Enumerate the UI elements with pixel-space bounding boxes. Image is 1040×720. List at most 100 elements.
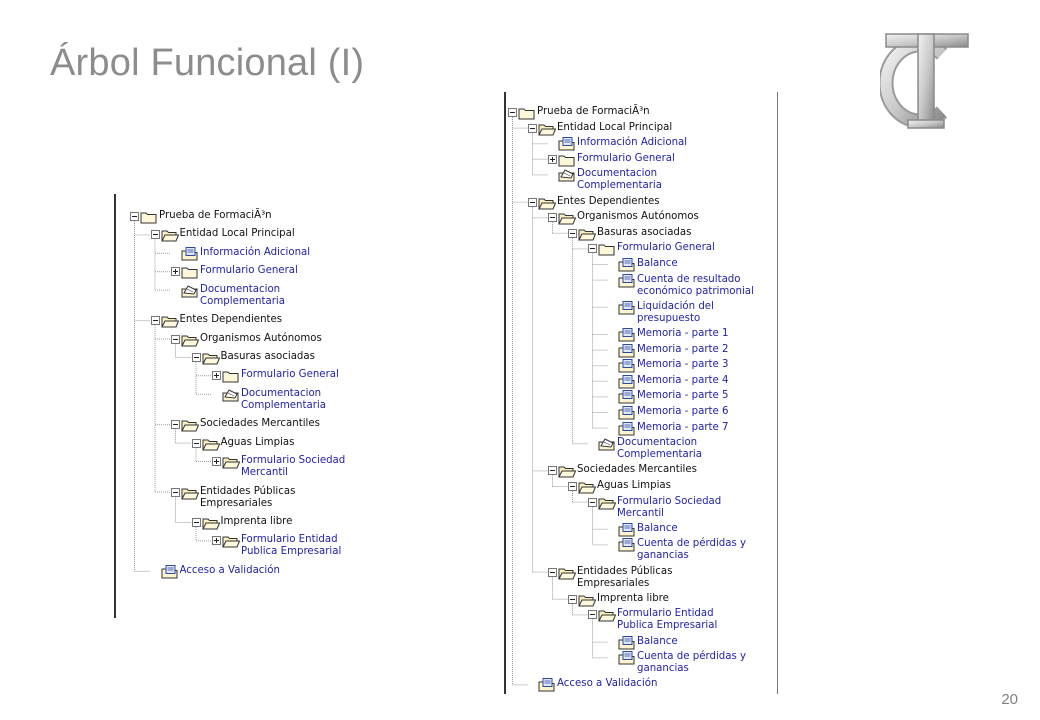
tree-node[interactable]: Documentacion Complementaria bbox=[588, 437, 702, 461]
tree-node-link[interactable]: Documentacion Complementaria bbox=[577, 168, 662, 192]
tree-node-link[interactable]: Formulario General bbox=[577, 152, 675, 164]
tree-node[interactable]: Cuenta de resultado económico patrimonia… bbox=[608, 273, 754, 298]
tree-node-link[interactable]: Memoria - parte 1 bbox=[637, 328, 729, 339]
tree-node[interactable]: Formulario General bbox=[588, 242, 715, 256]
tree-node-link[interactable]: Acceso a Validación bbox=[179, 564, 280, 576]
tree-node-link[interactable]: Liquidación del presupuesto bbox=[637, 300, 714, 324]
collapse-icon[interactable] bbox=[568, 228, 577, 238]
collapse-icon[interactable] bbox=[588, 244, 597, 254]
tree-node-link[interactable]: Memoria - parte 7 bbox=[637, 421, 729, 433]
expand-icon[interactable] bbox=[212, 371, 221, 381]
tree-node[interactable]: Memoria - parte 1 bbox=[608, 328, 729, 342]
collapse-icon[interactable] bbox=[548, 466, 557, 476]
tree-node[interactable]: Basuras asociadas bbox=[568, 227, 691, 241]
tree-node-link[interactable]: Formulario Entidad Publica Empresarial bbox=[617, 608, 718, 632]
collapse-icon[interactable] bbox=[548, 213, 557, 223]
tree-node[interactable]: Entidad Local Principal bbox=[150, 228, 295, 242]
tree-node[interactable]: Imprenta libre bbox=[568, 593, 669, 607]
tree-node[interactable]: Aguas Limpias bbox=[568, 480, 671, 494]
collapse-icon[interactable] bbox=[171, 420, 180, 430]
collapse-icon[interactable] bbox=[588, 610, 597, 620]
tree-node-link[interactable]: Memoria - parte 5 bbox=[637, 390, 729, 402]
tree-node-link[interactable]: Formulario Sociedad Mercantil bbox=[241, 455, 346, 478]
tree-node-link[interactable]: Balance bbox=[637, 635, 678, 647]
tree-node[interactable]: Aguas Limpias bbox=[191, 437, 294, 451]
tree-node-link[interactable]: Información Adicional bbox=[200, 246, 311, 258]
collapse-icon[interactable] bbox=[171, 487, 180, 497]
tree-node[interactable]: Formulario General bbox=[171, 265, 298, 279]
tree-node[interactable]: Memoria - parte 3 bbox=[608, 359, 729, 373]
tree-node-link[interactable]: Documentacion Complementaria bbox=[241, 387, 326, 411]
collapse-icon[interactable] bbox=[528, 123, 537, 133]
collapse-icon[interactable] bbox=[548, 567, 557, 577]
tree-node[interactable]: Formulario Entidad Publica Empresarial bbox=[212, 534, 341, 558]
tree-node[interactable]: Información Adicional bbox=[548, 137, 687, 151]
tree-node[interactable]: Formulario Sociedad Mercantil bbox=[212, 455, 345, 479]
tree-node-link[interactable]: Documentacion Complementaria bbox=[200, 283, 285, 307]
tree-node[interactable]: Sociedades Mercantiles bbox=[171, 418, 320, 432]
tree-node[interactable]: Formulario Sociedad Mercantil bbox=[588, 496, 721, 520]
collapse-icon[interactable] bbox=[191, 352, 201, 362]
tree-node-link[interactable]: Formulario General bbox=[241, 369, 339, 381]
tree-node[interactable]: Organismos Autónomos bbox=[171, 333, 322, 347]
tree-node[interactable]: Entidades Públicas Empresariales bbox=[171, 486, 295, 510]
tree-node-link[interactable]: Balance bbox=[637, 258, 678, 269]
collapse-icon[interactable] bbox=[171, 334, 180, 344]
expand-icon[interactable] bbox=[212, 457, 221, 466]
tree-node-link[interactable]: Balance bbox=[637, 522, 678, 534]
tree-node-link[interactable]: Cuenta de pérdidas y ganancias bbox=[637, 538, 747, 562]
collapse-icon[interactable] bbox=[191, 518, 201, 527]
collapse-icon[interactable] bbox=[528, 197, 537, 207]
tree-node[interactable]: Formulario General bbox=[212, 369, 339, 383]
tree-node-link[interactable]: Formulario Entidad Publica Empresarial bbox=[241, 534, 342, 558]
tree-node-link[interactable]: Información Adicional bbox=[577, 137, 688, 149]
collapse-icon[interactable] bbox=[150, 230, 160, 240]
tree-node[interactable]: Prueba de FormaciÃ³n bbox=[508, 106, 650, 120]
tree-node[interactable]: Entidades Públicas Empresariales bbox=[548, 566, 672, 590]
expand-icon[interactable] bbox=[548, 154, 557, 164]
tree-node[interactable]: Organismos Autónomos bbox=[548, 211, 699, 225]
tree-node[interactable]: Sociedades Mercantiles bbox=[548, 464, 697, 478]
tree-node[interactable]: Memoria - parte 2 bbox=[608, 343, 729, 358]
tree-node[interactable]: Documentacion Complementaria bbox=[212, 388, 326, 412]
tree-node[interactable]: Formulario Entidad Publica Empresarial bbox=[588, 608, 717, 632]
collapse-icon[interactable] bbox=[568, 594, 577, 604]
tree-node-link[interactable]: Memoria - parte 4 bbox=[637, 374, 729, 386]
tree-node-link[interactable]: Memoria - parte 2 bbox=[637, 343, 729, 355]
tree-node[interactable]: Documentacion Complementaria bbox=[171, 284, 285, 308]
tree-node[interactable]: Entes Dependientes bbox=[528, 196, 660, 210]
expand-icon[interactable] bbox=[171, 267, 180, 277]
tree-node[interactable]: Cuenta de pérdidas y ganancias bbox=[608, 651, 746, 675]
expand-icon[interactable] bbox=[212, 536, 221, 546]
tree-node[interactable]: Formulario General bbox=[548, 153, 675, 167]
tree-node[interactable]: Memoria - parte 4 bbox=[608, 374, 729, 389]
collapse-icon[interactable] bbox=[130, 212, 139, 221]
tree-node-link[interactable]: Memoria - parte 3 bbox=[637, 359, 729, 371]
tree-node[interactable]: Entes Dependientes bbox=[150, 314, 282, 328]
tree-node[interactable]: Entidad Local Principal bbox=[528, 122, 672, 136]
tree-node[interactable]: Balance bbox=[608, 522, 678, 537]
tree-node-link[interactable]: Formulario Sociedad Mercantil bbox=[617, 495, 722, 519]
tree-node[interactable]: Prueba de FormaciÃ³n bbox=[130, 210, 272, 224]
collapse-icon[interactable] bbox=[568, 482, 577, 491]
tree-node[interactable]: Documentacion Complementaria bbox=[548, 168, 662, 192]
collapse-icon[interactable] bbox=[508, 108, 517, 117]
tree-node[interactable]: Cuenta de pérdidas y ganancias bbox=[608, 538, 746, 562]
tree-node-link[interactable]: Formulario General bbox=[617, 242, 715, 254]
collapse-icon[interactable] bbox=[588, 497, 597, 507]
tree-node-link[interactable]: Documentacion Complementaria bbox=[617, 437, 702, 461]
tree-node[interactable]: Basuras asociadas bbox=[191, 351, 315, 365]
collapse-icon[interactable] bbox=[150, 316, 160, 326]
tree-node[interactable]: Imprenta libre bbox=[191, 516, 292, 530]
tree-node-link[interactable]: Cuenta de pérdidas y ganancias bbox=[637, 651, 747, 675]
tree-node-link[interactable]: Formulario General bbox=[200, 265, 298, 277]
tree-node[interactable]: Acceso a Validación bbox=[151, 564, 280, 579]
tree-node-link[interactable]: Memoria - parte 6 bbox=[637, 406, 729, 417]
collapse-icon[interactable] bbox=[191, 438, 201, 448]
tree-node[interactable]: Memoria - parte 5 bbox=[608, 390, 729, 404]
tree-node[interactable]: Información Adicional bbox=[171, 246, 311, 261]
tree-node[interactable]: Memoria - parte 7 bbox=[608, 421, 729, 436]
tree-node[interactable]: Balance bbox=[608, 635, 678, 650]
tree-node[interactable]: Acceso a Validación bbox=[528, 678, 657, 692]
tree-node-link[interactable]: Acceso a Validación bbox=[557, 678, 658, 690]
